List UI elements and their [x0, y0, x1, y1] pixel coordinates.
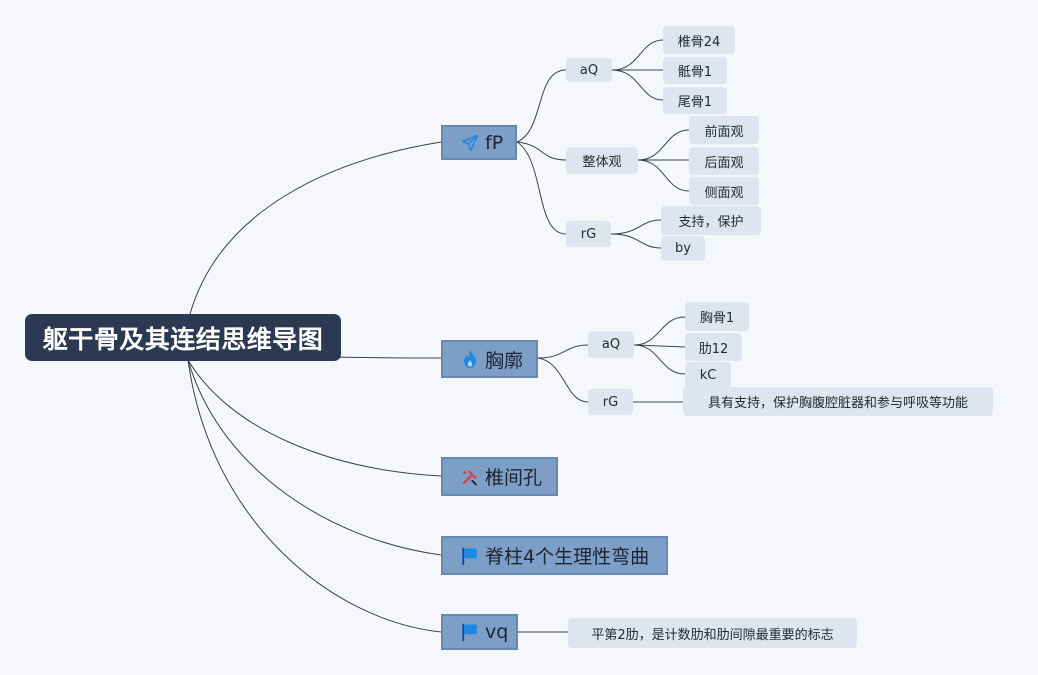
- leaf-label: 椎骨24: [677, 34, 721, 50]
- root-topic[interactable]: 躯干骨及其连结思维导图: [25, 314, 341, 361]
- leaf-label: 前面观: [704, 124, 744, 140]
- branch-vq[interactable]: vq: [441, 614, 518, 650]
- branch-spine-curves-label: 脊柱4个生理性弯曲: [485, 546, 650, 568]
- link-b2-sub2: [537, 357, 589, 403]
- link-b1s2-l1: [637, 129, 690, 161]
- leaf-label: 侧面观: [704, 185, 744, 201]
- b2-sub-rg-label: rG: [602, 394, 619, 410]
- b1-aq-leaf-1[interactable]: 椎骨24: [663, 26, 735, 54]
- branch-thorax[interactable]: 胸廓: [441, 340, 538, 378]
- link-root-branch5: [187, 359, 442, 633]
- leaf-label: kC: [699, 367, 717, 383]
- link-root-branch4: [187, 359, 442, 556]
- b1-sub-aq[interactable]: aQ: [566, 58, 612, 82]
- link-root-branch3: [187, 359, 442, 477]
- link-b1s1-l3: [611, 69, 664, 101]
- b2-sub-aq[interactable]: aQ: [588, 331, 634, 358]
- leaf-label: 后面观: [704, 155, 744, 171]
- branch-intervertebral-foramen[interactable]: 椎间孔: [441, 457, 558, 496]
- link-b1-sub1: [516, 69, 567, 143]
- paper-plane-icon: [459, 132, 481, 154]
- b1-sub-rg-label: rG: [580, 226, 597, 242]
- b2-sub-rg[interactable]: rG: [588, 389, 633, 415]
- b2-rg-leaf-1[interactable]: 具有支持，保护胸腹腔脏器和参与呼吸等功能: [683, 387, 993, 416]
- b1-rg-leaf-2[interactable]: by: [661, 236, 705, 261]
- link-b2s1-l3: [633, 344, 686, 375]
- leaf-label: 平第2肋，是计数肋和肋间隙最重要的标志: [591, 627, 834, 643]
- link-b2s1-l2: [633, 344, 686, 348]
- branch-fp-label: fP: [485, 131, 504, 154]
- b1-aq-leaf-3[interactable]: 尾骨1: [663, 87, 727, 114]
- b1-sub-overview[interactable]: 整体观: [566, 147, 638, 174]
- link-b1s2-l3: [637, 159, 690, 192]
- leaf-label: 骶骨1: [677, 65, 713, 80]
- branch-fp[interactable]: fP: [441, 125, 517, 160]
- b1-aq-leaf-2[interactable]: 骶骨1: [663, 57, 727, 84]
- b1-rg-leaf-1[interactable]: 支持，保护: [661, 206, 761, 235]
- branch-vq-label: vq: [485, 621, 509, 643]
- link-b1s3-l2: [610, 233, 662, 249]
- leaf-label: by: [675, 241, 691, 256]
- leaf-label: 肋12: [698, 341, 729, 357]
- branch-spine-curves[interactable]: 脊柱4个生理性弯曲: [441, 536, 668, 575]
- link-b1-sub2: [516, 141, 567, 161]
- leaf-label: 支持，保护: [678, 215, 744, 230]
- link-b1-sub3: [516, 141, 567, 235]
- b1-sub-overview-label: 整体观: [582, 155, 622, 170]
- flag-icon: [459, 545, 481, 567]
- link-b1s1-l1: [611, 39, 664, 71]
- b1-sub-rg[interactable]: rG: [566, 221, 611, 247]
- b2-sub-aq-label: aQ: [601, 337, 621, 352]
- link-b2-sub1: [537, 344, 589, 359]
- link-root-branch1: [189, 141, 442, 315]
- leaf-label: 胸骨1: [699, 311, 735, 326]
- b2-aq-leaf-2[interactable]: 肋12: [685, 333, 742, 361]
- b5-leaf-1[interactable]: 平第2肋，是计数肋和肋间隙最重要的标志: [568, 618, 857, 648]
- tools-icon: [459, 466, 481, 488]
- link-b1s3-l1: [610, 219, 662, 235]
- flame-icon: [459, 348, 481, 370]
- branch-thorax-label: 胸廓: [485, 349, 524, 372]
- leaf-label: 尾骨1: [677, 95, 713, 110]
- b2-aq-leaf-1[interactable]: 胸骨1: [685, 302, 749, 331]
- b1-overview-leaf-1[interactable]: 前面观: [689, 116, 759, 144]
- link-b2s1-l1: [633, 316, 686, 346]
- b1-sub-aq-label: aQ: [579, 62, 599, 78]
- leaf-label: 具有支持，保护胸腹腔脏器和参与呼吸等功能: [707, 396, 968, 411]
- b2-aq-leaf-3[interactable]: kC: [685, 362, 731, 388]
- flag-icon: [459, 621, 481, 643]
- b1-overview-leaf-2[interactable]: 后面观: [689, 147, 759, 175]
- root-topic-label: 躯干骨及其连结思维导图: [42, 324, 324, 354]
- b1-overview-leaf-3[interactable]: 侧面观: [689, 177, 759, 205]
- branch-intervertebral-foramen-label: 椎间孔: [485, 467, 543, 489]
